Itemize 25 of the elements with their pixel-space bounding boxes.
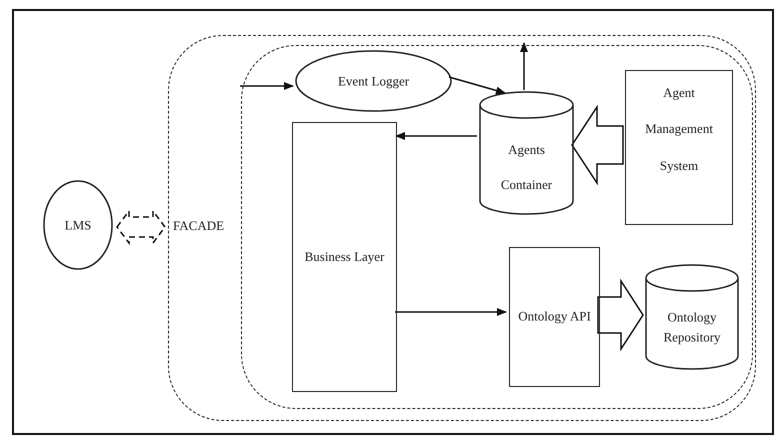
arrow xyxy=(520,42,528,90)
arrow xyxy=(240,82,294,90)
facade-container xyxy=(168,35,756,421)
ontology-repository-cylinder xyxy=(645,265,739,369)
lms-circle xyxy=(43,180,113,270)
business-layer-box xyxy=(292,122,397,392)
agents-container-cylinder xyxy=(479,92,574,214)
node-label: Business Layer xyxy=(304,248,386,266)
block-arrow xyxy=(116,208,166,246)
inner-container xyxy=(241,45,753,409)
arrow xyxy=(395,132,477,140)
node-label: Event Logger xyxy=(336,72,410,90)
node-label: FACADE xyxy=(173,218,224,234)
block-arrow xyxy=(571,104,624,186)
node-label: Agent Management System xyxy=(644,84,714,175)
node-label: Ontology Repository xyxy=(662,308,722,346)
arrow xyxy=(395,308,507,316)
event-logger-ellipse xyxy=(295,50,452,112)
block-arrow xyxy=(597,278,644,352)
node-label: Ontology API xyxy=(517,308,592,326)
node-label: LMS xyxy=(64,216,92,234)
ontology-api-box xyxy=(509,247,600,387)
agent-management-box xyxy=(625,70,733,225)
arrow xyxy=(448,76,506,94)
node-label: Agents Container xyxy=(500,140,554,194)
